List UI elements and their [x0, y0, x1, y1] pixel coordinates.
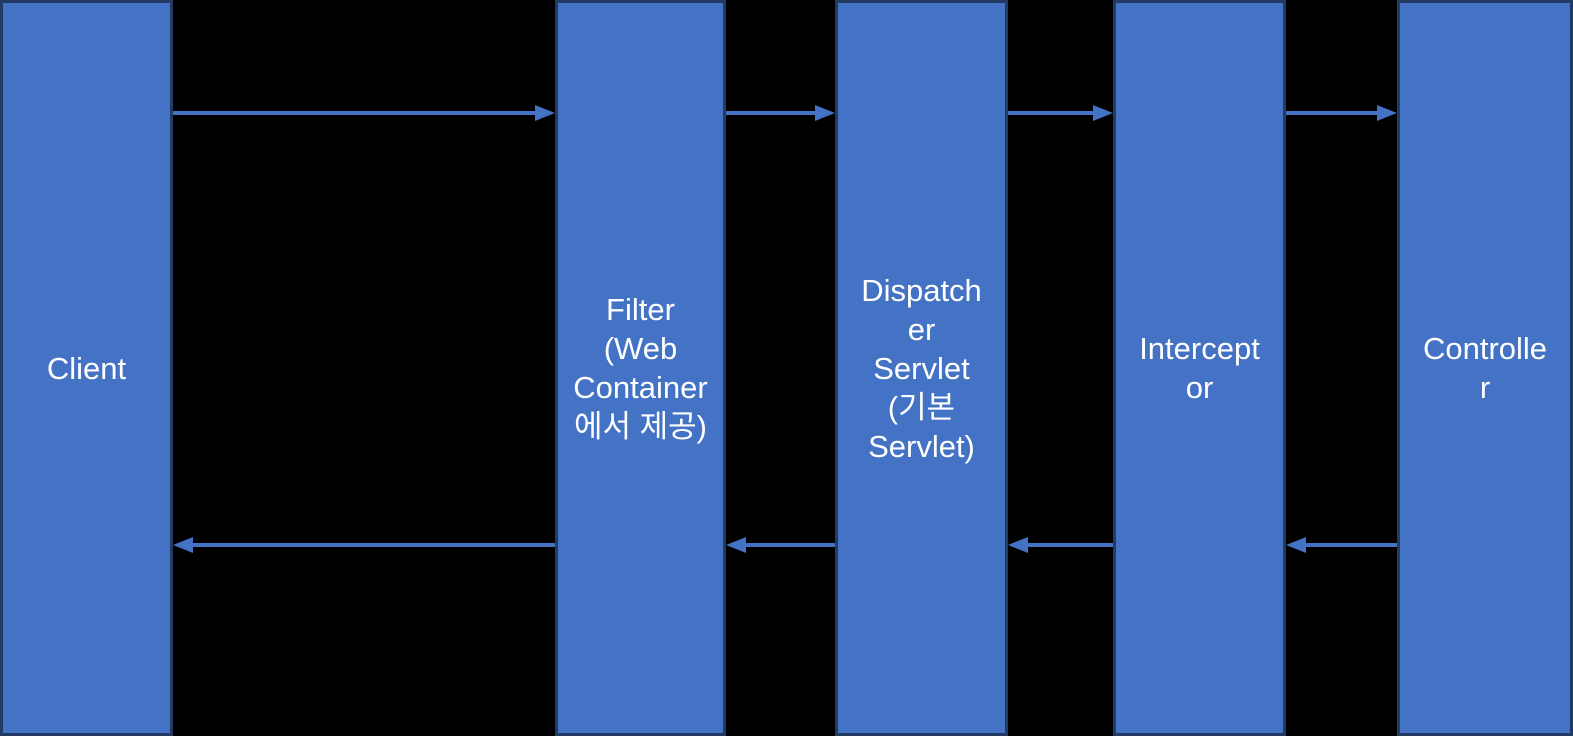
- column-filter: Filter (Web Container 에서 제공): [555, 0, 726, 736]
- column-controller-label: Controlle r: [1422, 331, 1548, 405]
- column-filter-label: Filter (Web Container 에서 제공): [573, 292, 708, 444]
- column-client: Client: [0, 0, 173, 736]
- column-controller: Controlle r: [1397, 0, 1573, 736]
- arrow-controller-to-interceptor: [1286, 537, 1397, 553]
- arrow-filter-to-dispatcher-servlet: [726, 105, 835, 121]
- column-dispatcher-servlet: Dispatch er Servlet (기본 Servlet): [835, 0, 1008, 736]
- column-dispatcher-servlet-label: Dispatch er Servlet (기본 Servlet): [861, 272, 982, 464]
- arrow-dispatcher-servlet-to-filter: [726, 537, 835, 553]
- arrow-interceptor-to-dispatcher-servlet: [1008, 537, 1113, 553]
- arrow-dispatcher-servlet-to-interceptor: [1008, 105, 1113, 121]
- column-client-label: Client: [46, 350, 127, 386]
- arrow-interceptor-to-controller: [1286, 105, 1397, 121]
- column-interceptor-label: Intercept or: [1139, 331, 1260, 405]
- arrow-client-to-filter: [173, 105, 555, 121]
- column-interceptor: Intercept or: [1113, 0, 1286, 736]
- arrow-filter-to-client: [173, 537, 555, 553]
